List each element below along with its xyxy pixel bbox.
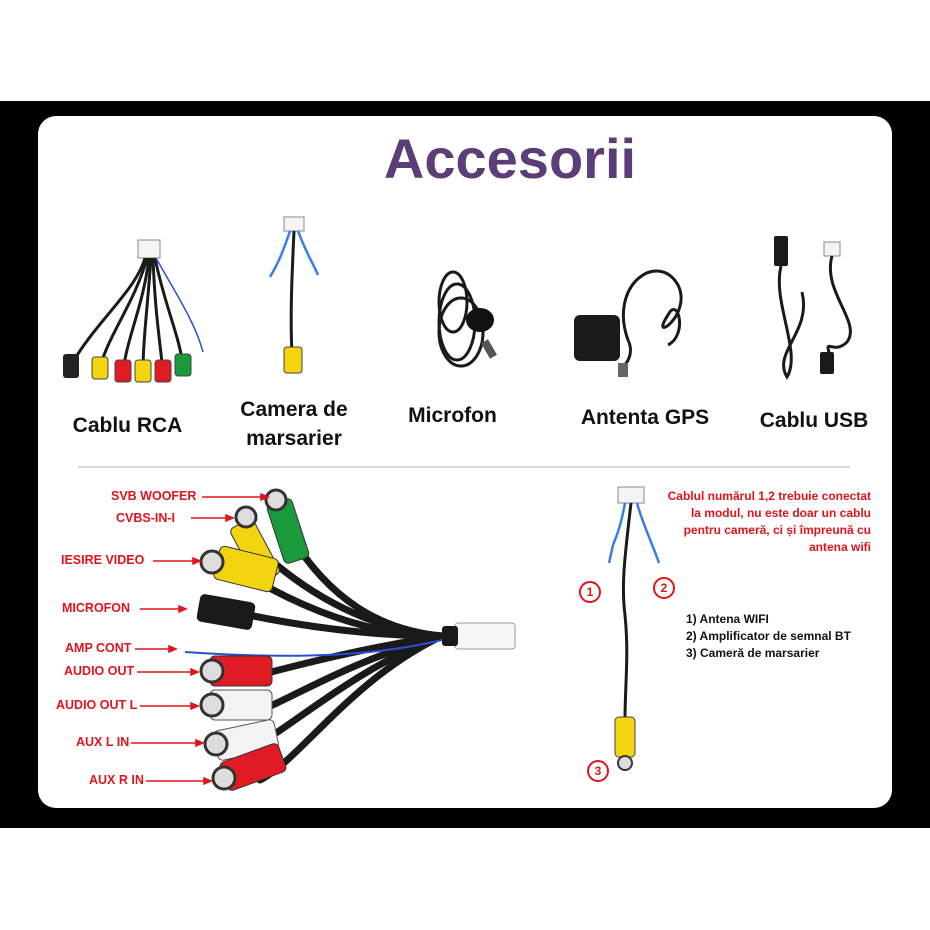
caption-usb-cable: Cablu USB — [759, 409, 869, 432]
microphone-image — [437, 270, 497, 368]
page-title: Accesorii — [383, 127, 637, 190]
camera-list-item-2: 2) Amplificator de semnal BT — [686, 629, 851, 643]
camera-cable-image — [268, 216, 320, 374]
caption-rca-cable: Cablu RCA — [72, 414, 183, 437]
label-svb-woofer: SVB WOOFER — [111, 489, 197, 503]
label-audio-out-l: AUDIO OUT L — [56, 698, 138, 712]
label-cvbs-in: CVBS-IN-I — [116, 511, 176, 525]
rca-cable-image — [63, 239, 204, 383]
label-aux-l-in: AUX L IN — [76, 735, 130, 749]
caption-microphone: Microfon — [408, 404, 497, 427]
usb-cable-image — [774, 236, 852, 380]
caption-gps-antenna: Antenta GPS — [580, 406, 710, 429]
camera-list-item-1: 1) Antena WIFI — [686, 612, 769, 626]
section-divider — [78, 466, 850, 468]
rca-harness-diagram — [184, 488, 516, 791]
marker-3: 3 — [587, 760, 609, 782]
camera-list-item-3: 3) Cameră de marsarier — [686, 646, 820, 660]
label-aux-r-in: AUX R IN — [89, 773, 144, 787]
label-iesire-video: IESIRE VIDEO — [61, 553, 145, 567]
camera-cable-diagram — [607, 486, 661, 771]
product-card — [38, 116, 892, 808]
camera-cable-note: Cablul numărul 1,2 trebuie conectat la m… — [667, 489, 871, 554]
gps-antenna-image — [574, 269, 683, 377]
label-microfon: MICROFON — [62, 601, 131, 615]
marker-1: 1 — [579, 581, 601, 603]
marker-2: 2 — [653, 577, 675, 599]
label-audio-out: AUDIO OUT — [64, 664, 135, 678]
label-amp-cont: AMP CONT — [65, 641, 132, 655]
caption-reverse-camera: Camera de marsarier — [240, 398, 348, 450]
